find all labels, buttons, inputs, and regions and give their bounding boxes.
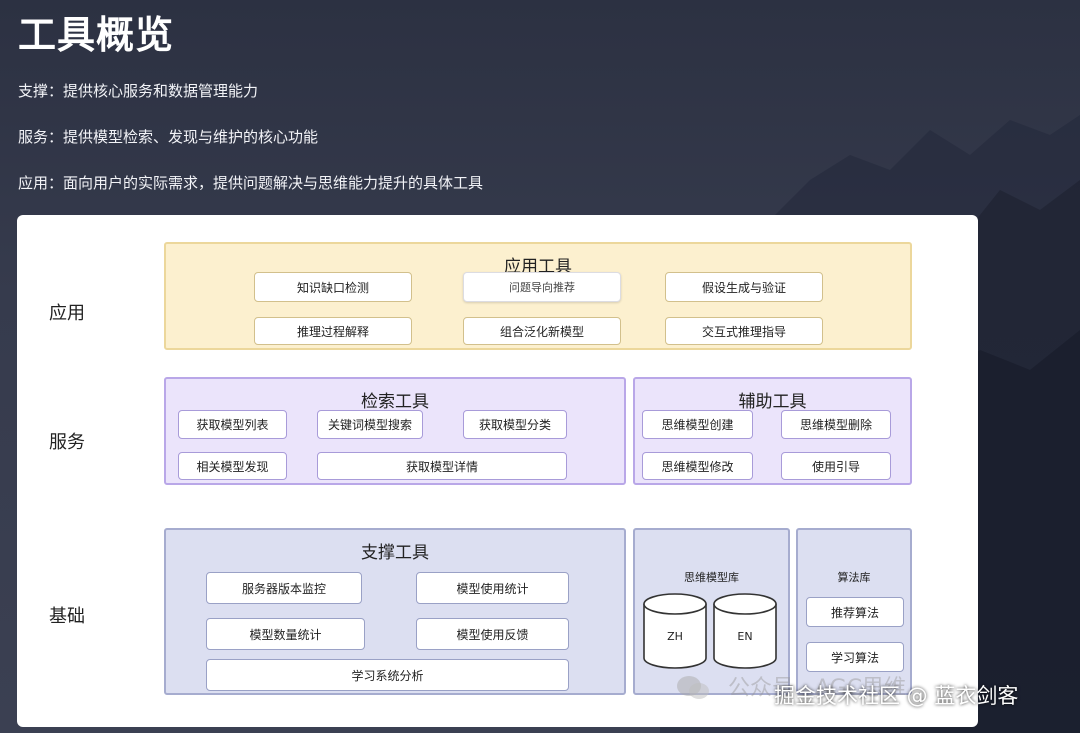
problem-recommend-button[interactable]: 问题导向推荐 bbox=[463, 272, 621, 302]
search-tools-title: 检索工具 bbox=[361, 392, 429, 412]
support-tools-title: 支撑工具 bbox=[361, 543, 429, 563]
model-count-stats-button[interactable]: 模型数量统计 bbox=[206, 618, 365, 650]
model-library-panel: 思维模型库 ZH EN bbox=[633, 528, 790, 695]
keyword-search-button[interactable]: 关键词模型搜索 bbox=[317, 410, 423, 439]
model-usage-feedback-button[interactable]: 模型使用反馈 bbox=[416, 618, 569, 650]
zh-database-label: ZH bbox=[667, 630, 683, 643]
interactive-guide-button[interactable]: 交互式推理指导 bbox=[665, 317, 823, 345]
learning-analysis-button[interactable]: 学习系统分析 bbox=[206, 659, 569, 691]
zh-database-icon bbox=[643, 593, 707, 669]
create-model-button[interactable]: 思维模型创建 bbox=[642, 410, 753, 439]
row-label-base: 基础 bbox=[49, 606, 85, 627]
server-version-button[interactable]: 服务器版本监控 bbox=[206, 572, 362, 604]
watermark: 公众号 · AGC思维 掘金技术社区 @ 蓝衣剑客 bbox=[676, 668, 1018, 708]
row-label-app: 应用 bbox=[49, 303, 85, 324]
aux-tools-panel: 辅助工具 思维模型创建 思维模型删除 思维模型修改 使用引导 bbox=[633, 377, 912, 485]
en-database-label: EN bbox=[737, 630, 753, 643]
algorithm-library-panel: 算法库 推荐算法 学习算法 bbox=[796, 528, 912, 695]
usage-guide-button[interactable]: 使用引导 bbox=[781, 452, 891, 480]
reasoning-explain-button[interactable]: 推理过程解释 bbox=[254, 317, 412, 345]
page-title: 工具概览 bbox=[18, 13, 175, 57]
recommend-algorithm-button[interactable]: 推荐算法 bbox=[806, 597, 904, 627]
combine-model-button[interactable]: 组合泛化新模型 bbox=[463, 317, 621, 345]
en-database-icon bbox=[713, 593, 777, 669]
edit-model-button[interactable]: 思维模型修改 bbox=[642, 452, 753, 480]
watermark-main-text: 掘金技术社区 @ 蓝衣剑客 bbox=[774, 684, 1019, 708]
search-tools-panel: 检索工具 获取模型列表 关键词模型搜索 获取模型分类 相关模型发现 获取模型详情 bbox=[164, 377, 626, 485]
watermark-ghost-text: 公众号 · AGC思维 bbox=[728, 676, 907, 701]
learning-algorithm-button[interactable]: 学习算法 bbox=[806, 642, 904, 672]
get-model-detail-button[interactable]: 获取模型详情 bbox=[317, 452, 567, 480]
row-label-service: 服务 bbox=[49, 432, 85, 453]
support-description: 支撑：提供核心服务和数据管理能力 bbox=[18, 82, 259, 100]
get-model-list-button[interactable]: 获取模型列表 bbox=[178, 410, 287, 439]
support-tools-panel: 支撑工具 服务器版本监控 模型使用统计 模型数量统计 模型使用反馈 学习系统分析 bbox=[164, 528, 626, 695]
app-tools-panel: 应用工具 知识缺口检测 问题导向推荐 假设生成与验证 推理过程解释 组合泛化新模… bbox=[164, 242, 912, 350]
service-description: 服务：提供模型检索、发现与维护的核心功能 bbox=[18, 128, 319, 146]
get-model-category-button[interactable]: 获取模型分类 bbox=[463, 410, 567, 439]
app-description: 应用：面向用户的实际需求，提供问题解决与思维能力提升的具体工具 bbox=[18, 174, 484, 192]
model-usage-stats-button[interactable]: 模型使用统计 bbox=[416, 572, 569, 604]
related-model-button[interactable]: 相关模型发现 bbox=[178, 452, 287, 480]
knowledge-gap-button[interactable]: 知识缺口检测 bbox=[254, 272, 412, 302]
diagram-card: 应用 服务 基础 应用工具 知识缺口检测 问题导向推荐 假设生成与验证 推理过程… bbox=[17, 215, 978, 727]
wechat-icon bbox=[677, 676, 709, 699]
algorithm-library-title: 算法库 bbox=[837, 571, 871, 584]
aux-tools-title: 辅助工具 bbox=[738, 392, 807, 412]
delete-model-button[interactable]: 思维模型删除 bbox=[781, 410, 891, 439]
model-library-title: 思维模型库 bbox=[684, 571, 739, 584]
hypothesis-button[interactable]: 假设生成与验证 bbox=[665, 272, 823, 302]
